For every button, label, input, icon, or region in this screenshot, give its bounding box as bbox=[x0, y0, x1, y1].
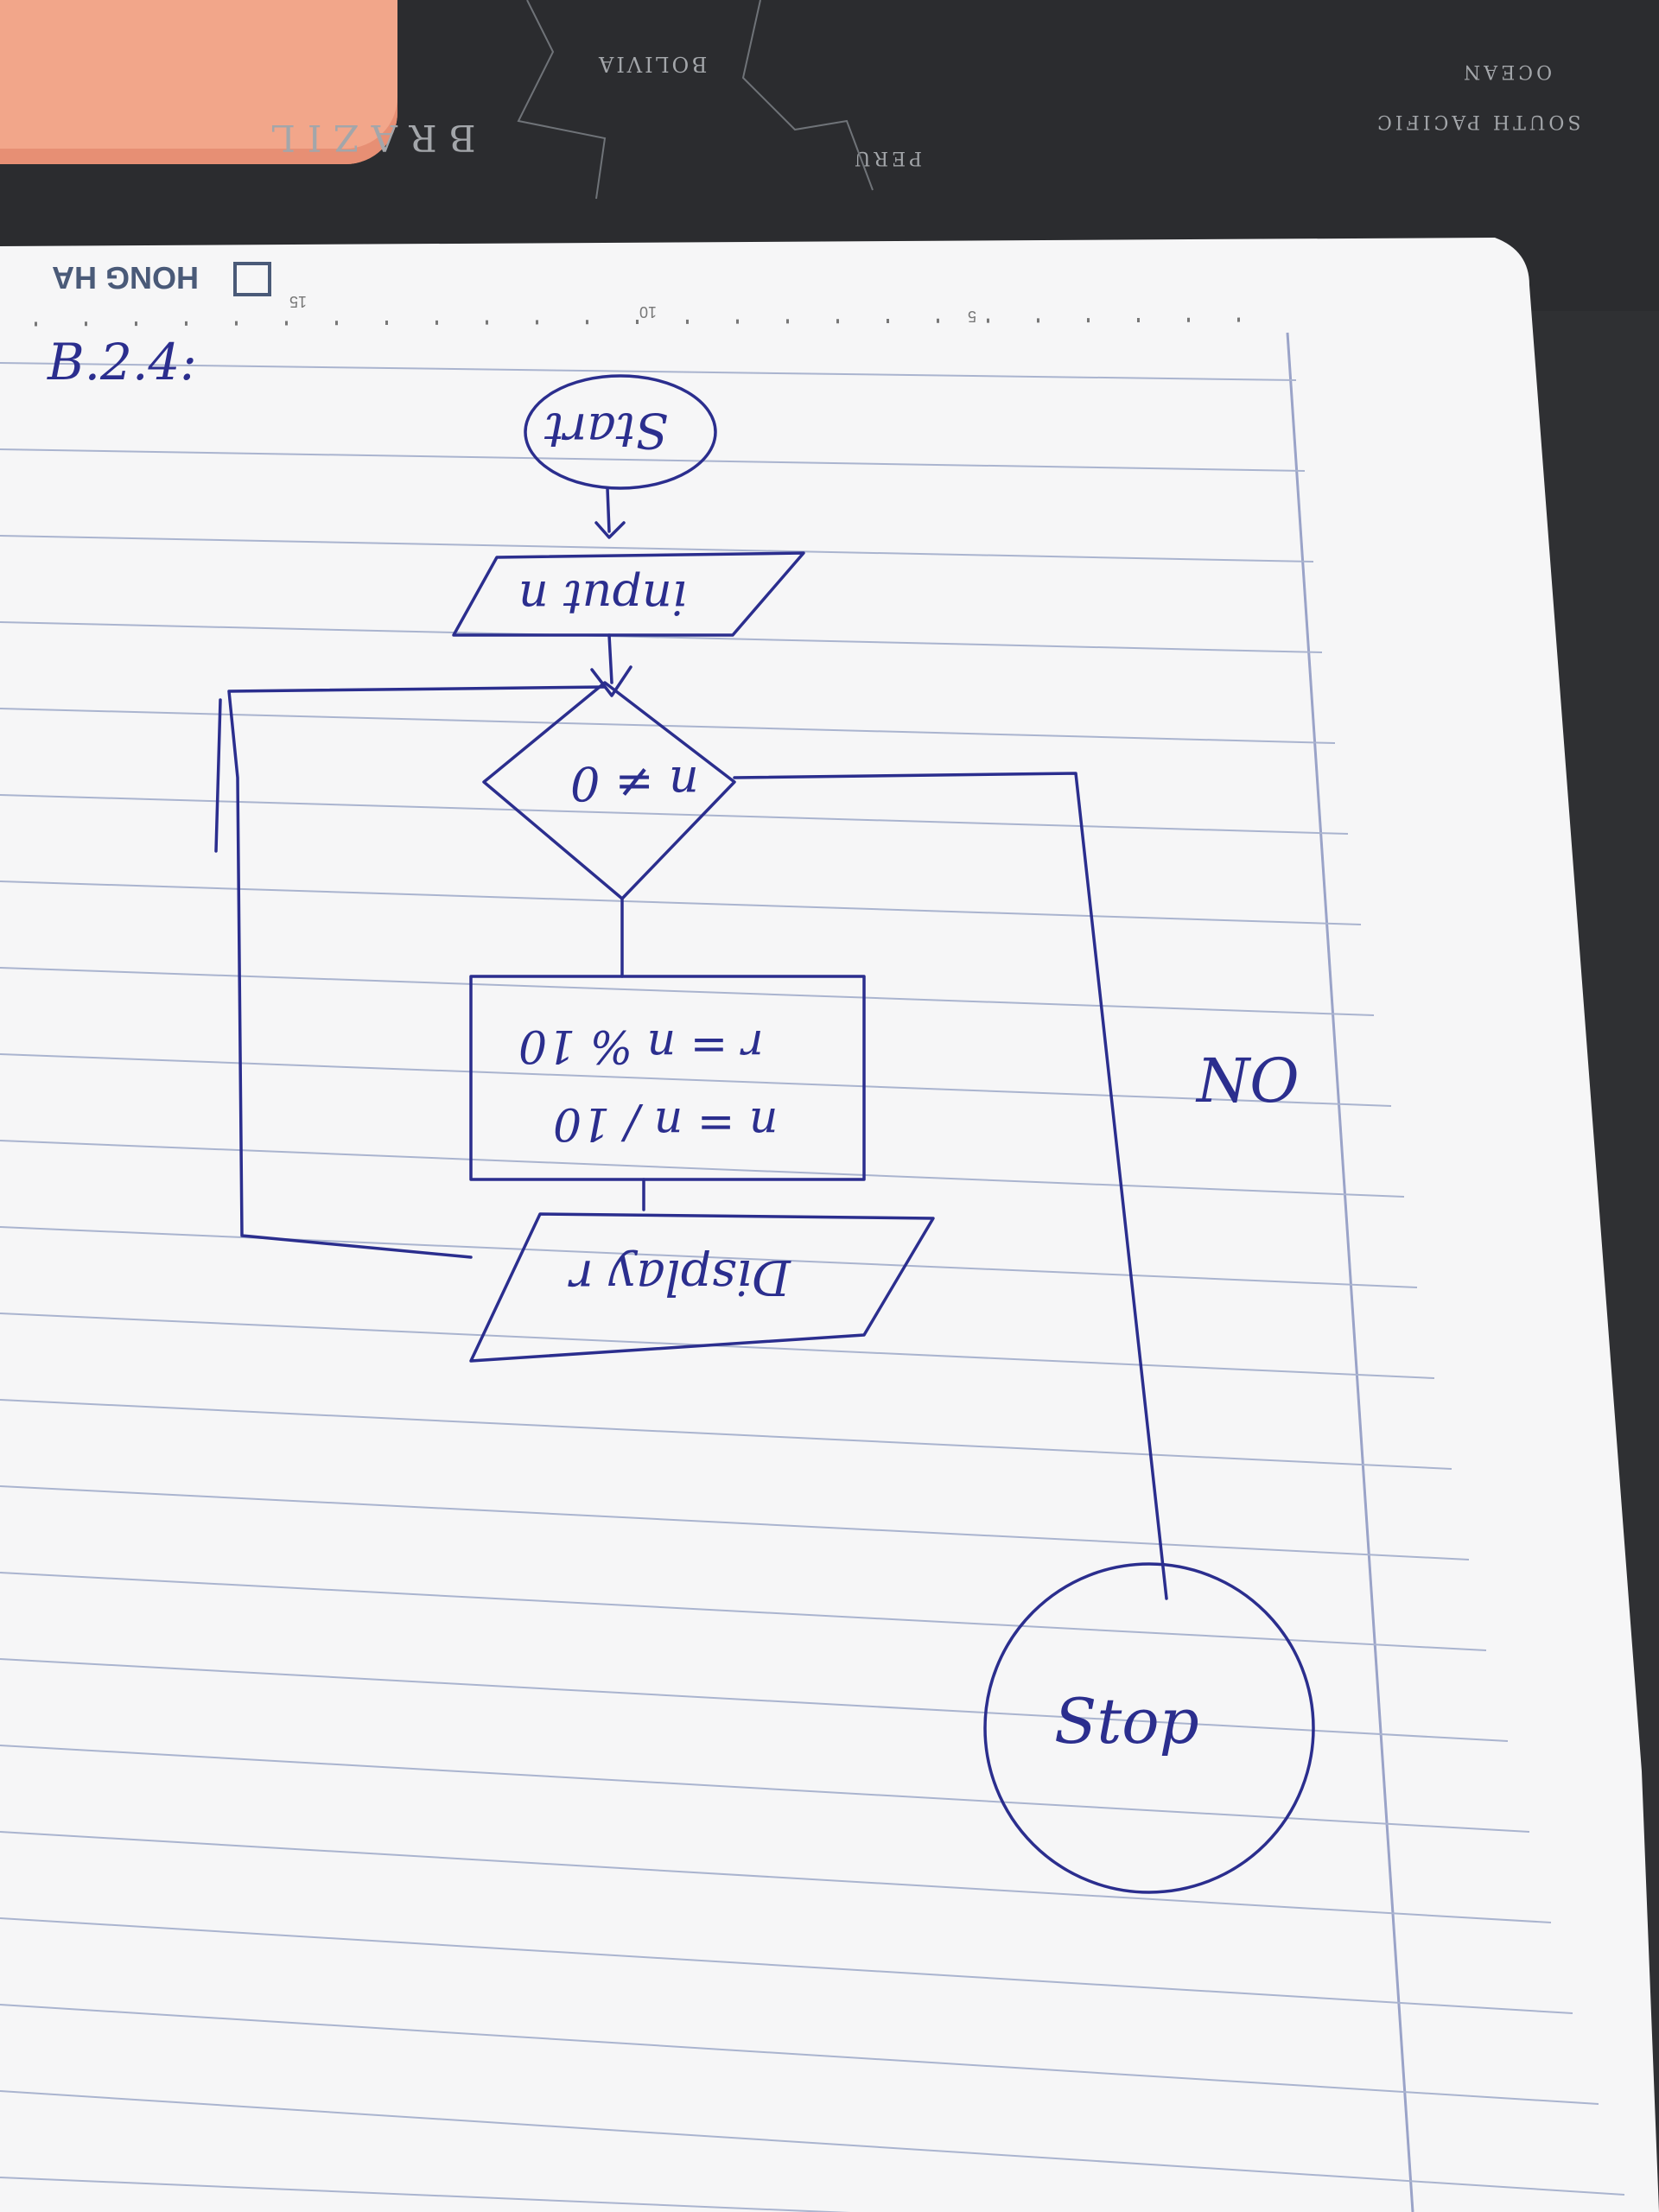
input-parallelogram bbox=[452, 551, 805, 637]
ruler-mark: 15 bbox=[289, 293, 308, 310]
decision-label: n ≠ 0 bbox=[570, 756, 699, 810]
arrow-input-to-decision bbox=[590, 633, 632, 697]
no-branch-line bbox=[733, 772, 1168, 1600]
arrow-start-to-input bbox=[594, 486, 626, 539]
map-border-line bbox=[741, 0, 874, 191]
process-line-1: r = n % 10 bbox=[518, 1020, 764, 1071]
pink-case bbox=[0, 0, 397, 164]
map-border-line bbox=[517, 0, 607, 200]
no-branch-label: NO bbox=[1197, 1046, 1300, 1116]
start-label: Start bbox=[544, 402, 669, 458]
brand-logo bbox=[233, 262, 271, 296]
output-parallelogram bbox=[469, 1212, 935, 1363]
loop-back-line bbox=[227, 685, 607, 1259]
process-line-2: n = n / 10 bbox=[553, 1097, 779, 1149]
brand-name: HONG HA bbox=[52, 260, 199, 296]
process-box bbox=[469, 975, 866, 1181]
stop-label: Stop bbox=[1054, 1685, 1199, 1758]
margin-line bbox=[1286, 332, 1414, 2212]
loop-bracket bbox=[214, 698, 222, 853]
exercise-heading: B.2.4: bbox=[48, 333, 197, 391]
ruler-mark: 10 bbox=[639, 303, 658, 321]
notebook-paper bbox=[0, 238, 1659, 2212]
output-label: Display r bbox=[570, 1249, 791, 1305]
start-oval bbox=[524, 374, 717, 490]
ruler-mark: 5 bbox=[968, 308, 977, 325]
stop-circle bbox=[983, 1562, 1315, 1894]
input-label: input n bbox=[518, 570, 688, 625]
ruled-lines bbox=[0, 362, 1625, 2212]
